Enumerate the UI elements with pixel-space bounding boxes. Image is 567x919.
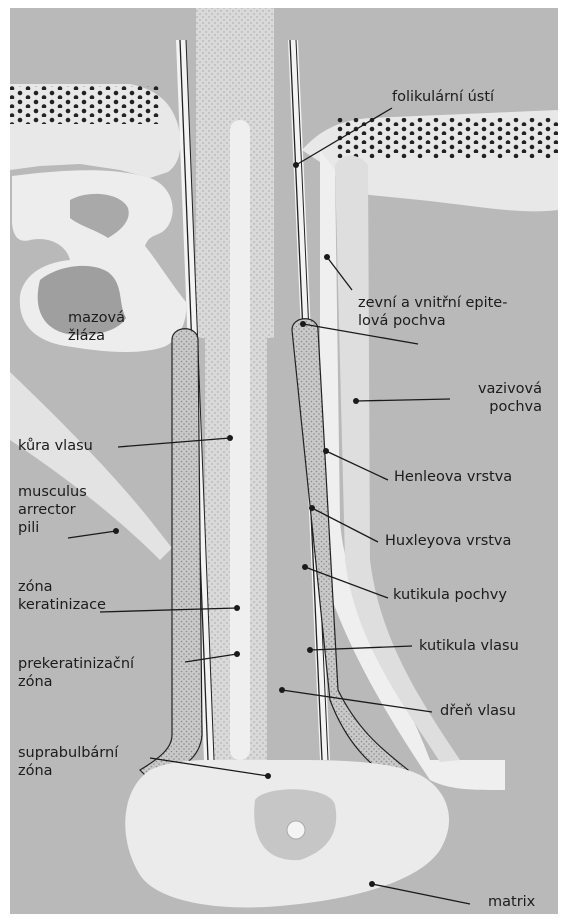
label-vazivova-pochva: vazivová pochva bbox=[462, 380, 542, 416]
dot-matrix bbox=[369, 881, 375, 887]
label-zevni-vnitrni: zevní a vnitřní epite- lová pochva bbox=[358, 294, 507, 330]
dot-kutikula-vlasu bbox=[307, 647, 313, 653]
label-huxleyova-vrstva: Huxleyova vrstva bbox=[385, 532, 511, 550]
label-matrix: matrix bbox=[488, 893, 535, 911]
dot-folikularni bbox=[293, 162, 299, 168]
label-dren-vlasu: dřeň vlasu bbox=[440, 702, 516, 720]
dot-keratinizace bbox=[234, 605, 240, 611]
label-zona-keratinizace: zóna keratinizace bbox=[18, 578, 106, 614]
dot-huxleyova bbox=[309, 505, 315, 511]
label-musculus: musculus arrector pili bbox=[18, 483, 87, 537]
dot-zevni-2 bbox=[300, 321, 306, 327]
label-folikularni-usti: folikulární ústí bbox=[392, 88, 494, 106]
label-prekeratinizacni-zona: prekeratinizační zóna bbox=[18, 655, 134, 691]
dot-musculus bbox=[113, 528, 119, 534]
papilla-core bbox=[287, 821, 305, 839]
dot-dren bbox=[279, 687, 285, 693]
dot-kura bbox=[227, 435, 233, 441]
label-mazova-zlaza: mazová žláza bbox=[68, 309, 125, 345]
epidermis-dots-right bbox=[335, 118, 558, 158]
label-kutikula-pochvy: kutikula pochvy bbox=[393, 586, 507, 604]
dot-kutikula-pochvy bbox=[302, 564, 308, 570]
dot-henleova bbox=[323, 448, 329, 454]
dot-zevni bbox=[324, 254, 330, 260]
dot-suprabulbarni bbox=[265, 773, 271, 779]
dot-vazivova bbox=[353, 398, 359, 404]
dot-prekeratinizacni bbox=[234, 651, 240, 657]
label-suprabulbarni-zona: suprabulbární zóna bbox=[18, 744, 118, 780]
medulla bbox=[230, 120, 250, 760]
label-kutikula-vlasu: kutikula vlasu bbox=[419, 637, 519, 655]
epidermis-dots-left bbox=[10, 86, 160, 124]
label-kura-vlasu: kůra vlasu bbox=[18, 437, 93, 455]
label-henleova-vrstva: Henleova vrstva bbox=[394, 468, 512, 486]
